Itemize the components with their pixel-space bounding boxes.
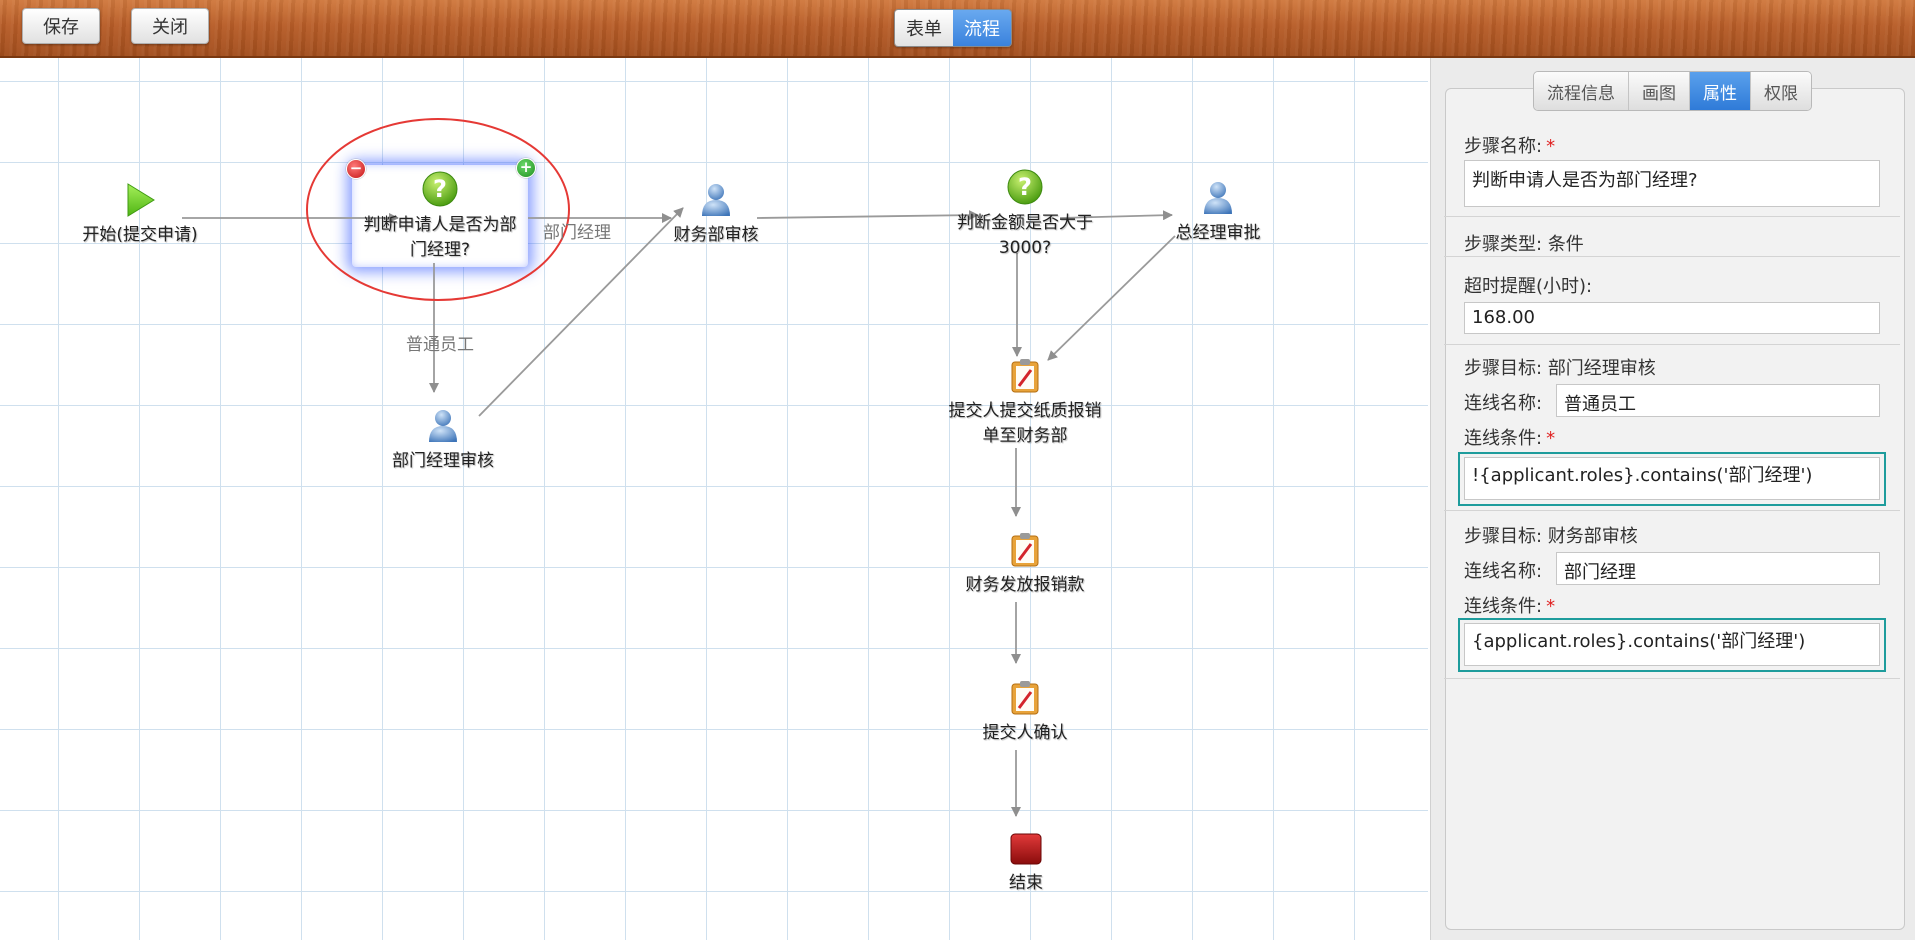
add-step-icon[interactable]: +	[516, 158, 536, 178]
node-start[interactable]: 开始(提交申请)	[70, 182, 210, 248]
edge-check-amount-to-gm	[1059, 210, 1173, 221]
node-label: 开始(提交申请)	[82, 225, 198, 245]
line-name-label-1: 连线名称:	[1464, 393, 1543, 414]
step-type-section	[1444, 216, 1900, 257]
tab-properties[interactable]: 属性	[1690, 72, 1751, 110]
step-type-label: 步骤类型: 条件	[1464, 234, 1584, 255]
line-condition-input-2[interactable]: {applicant.roles}.contains('部门经理')	[1464, 623, 1880, 666]
play-icon	[127, 183, 155, 217]
step-name-input[interactable]: 判断申请人是否为部门经理?	[1464, 160, 1880, 207]
question-icon: ?	[1007, 169, 1043, 205]
node-label-line1: 判断申请人是否为部	[363, 215, 517, 235]
line-name-input-1[interactable]: 普通员工	[1556, 384, 1880, 417]
question-icon: ?	[422, 171, 458, 207]
selection-ellipse	[306, 118, 570, 301]
node-finance-review[interactable]: 财务部审核	[656, 182, 776, 248]
edge-label-regular-staff[interactable]: 普通员工	[406, 335, 474, 355]
node-check-role[interactable]: ? 判断申请人是否为部 门经理?	[352, 170, 528, 263]
edge-dept-manager-to-finance	[478, 207, 684, 417]
clipboard-icon	[1011, 681, 1039, 715]
line-name-input-2[interactable]: 部门经理	[1556, 552, 1880, 585]
node-label-line2: 门经理?	[409, 240, 471, 260]
target-section-2	[1444, 510, 1900, 679]
node-label: 提交人确认	[982, 723, 1068, 743]
user-icon	[1204, 182, 1232, 214]
edge-gm-to-submit-paper	[1047, 235, 1176, 361]
view-toggle: 表单 流程	[894, 9, 1012, 47]
close-button[interactable]: 关闭	[131, 8, 209, 44]
line-condition-input-1[interactable]: !{applicant.roles}.contains('部门经理')	[1464, 457, 1880, 500]
edge-label-dept-manager[interactable]: 部门经理	[543, 223, 611, 243]
line-condition-label-2: 连线条件:*	[1464, 596, 1556, 617]
line-condition-label-1: 连线条件:*	[1464, 428, 1556, 449]
tab-flow-info[interactable]: 流程信息	[1534, 72, 1629, 110]
step-name-label: 步骤名称:*	[1464, 136, 1556, 157]
node-end[interactable]: 结束	[976, 832, 1076, 896]
clipboard-icon	[1011, 359, 1039, 393]
timeout-input[interactable]: 168.00	[1464, 302, 1880, 334]
target-label-2: 步骤目标: 财务部审核	[1464, 526, 1638, 547]
form-view-button[interactable]: 表单	[895, 10, 953, 46]
flow-canvas[interactable]: 部门经理 普通员工 开始(提交申请) ? 判断申请人是否为部 门经理? − + …	[0, 58, 1428, 940]
panel-tabs: 流程信息 画图 属性 权限	[1533, 71, 1812, 111]
tab-drawing[interactable]: 画图	[1629, 72, 1690, 110]
node-gm-approve[interactable]: 总经理审批	[1158, 180, 1278, 246]
timeout-label: 超时提醒(小时):	[1464, 276, 1593, 297]
timeout-section	[1444, 256, 1900, 345]
stop-icon	[1010, 833, 1042, 865]
node-label: 财务发放报销款	[965, 575, 1085, 595]
condition-highlight-2	[1458, 618, 1886, 672]
node-label: 部门经理审核	[392, 451, 494, 471]
target-section-1	[1444, 344, 1900, 511]
flow-view-button[interactable]: 流程	[953, 10, 1011, 46]
target-label-1: 步骤目标: 部门经理审核	[1464, 358, 1656, 379]
node-label-line2: 3000?	[998, 238, 1052, 258]
node-label: 财务部审核	[673, 225, 759, 245]
condition-highlight-1	[1458, 452, 1886, 506]
clipboard-icon	[1011, 533, 1039, 567]
properties-panel-body	[1445, 88, 1905, 930]
node-dept-manager-review[interactable]: 部门经理审核	[378, 408, 508, 474]
svg-text:?: ?	[433, 175, 447, 203]
node-submit-paper[interactable]: 提交人提交纸质报销 单至财务部	[935, 358, 1115, 449]
node-label: 总经理审批	[1175, 223, 1261, 243]
user-icon	[702, 184, 730, 216]
target-value-2: 财务部审核	[1547, 526, 1638, 547]
node-label-line1: 判断金额是否大于	[957, 213, 1093, 233]
tab-permissions[interactable]: 权限	[1751, 72, 1811, 110]
save-button[interactable]: 保存	[22, 8, 100, 44]
node-label: 结束	[1009, 873, 1043, 893]
node-check-amount[interactable]: ? 判断金额是否大于 3000?	[940, 168, 1110, 261]
node-finance-pay[interactable]: 财务发放报销款	[945, 532, 1105, 598]
remove-step-icon[interactable]: −	[346, 159, 366, 179]
top-toolbar: 保存 关闭 表单 流程	[0, 0, 1915, 58]
line-name-label-2: 连线名称:	[1464, 561, 1543, 582]
svg-text:?: ?	[1018, 173, 1032, 201]
node-label-line2: 单至财务部	[982, 426, 1068, 446]
node-label-line1: 提交人提交纸质报销	[948, 401, 1102, 421]
target-value-1: 部门经理审核	[1547, 358, 1656, 379]
edge-finance-to-check-amount	[756, 210, 979, 221]
step-type-value: 条件	[1547, 234, 1584, 255]
step-name-section	[1444, 120, 1900, 217]
user-icon	[429, 410, 457, 442]
node-submitter-confirm[interactable]: 提交人确认	[955, 680, 1095, 746]
